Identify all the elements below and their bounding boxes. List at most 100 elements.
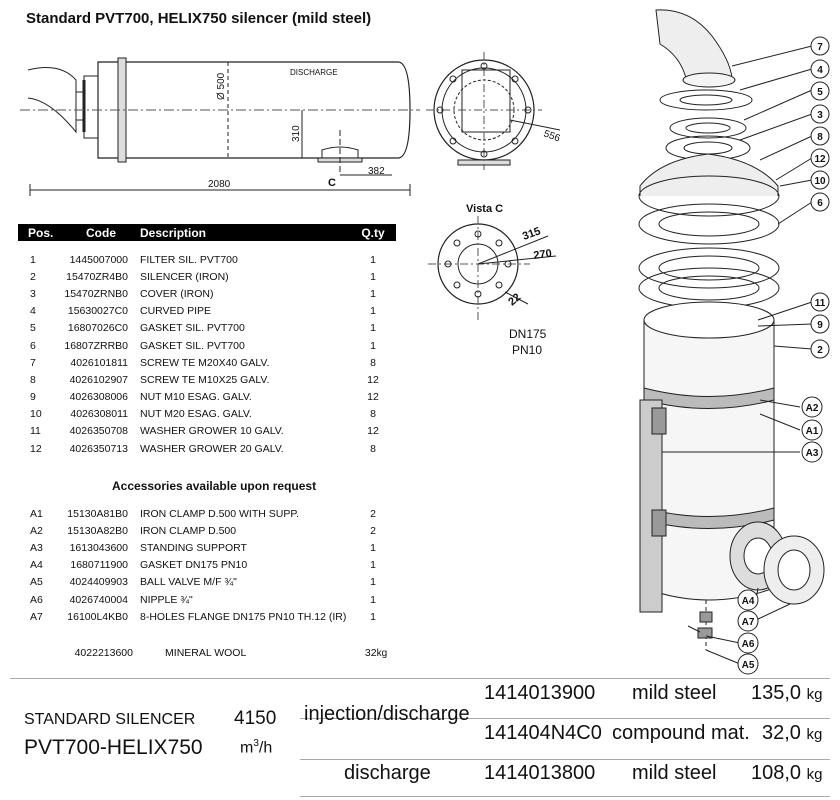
callout-a7: A7	[742, 617, 755, 628]
summary-weight-3: 108,0 kg	[751, 762, 823, 784]
cell-pos: 12	[30, 442, 42, 455]
flange-spec-dn: DN175	[509, 327, 547, 341]
cell-qty: 1	[370, 576, 376, 589]
callout-a4: A4	[742, 596, 755, 607]
cell-desc: IRON CLAMP D.500	[140, 524, 237, 537]
cell-code: 1445007000	[69, 253, 128, 266]
cell-code: 15470ZRNB0	[64, 287, 128, 300]
callout-12: 12	[814, 154, 826, 165]
cell-qty: 12	[367, 373, 379, 386]
callout-4: 4	[817, 65, 823, 76]
cell-qty: 1	[370, 541, 376, 554]
cell-qty: 8	[370, 356, 376, 369]
cell-pos: 3	[30, 287, 36, 300]
cell-pos: 8	[30, 373, 36, 386]
mineral-code: 4022213600	[74, 646, 133, 659]
cell-qty: 2	[370, 507, 376, 520]
cell-pos: A5	[30, 576, 43, 589]
cell-qty: 8	[370, 408, 376, 421]
summary-rule-1	[300, 718, 830, 719]
summary-weight-1: 135,0 kg	[751, 682, 823, 704]
cell-qty: 2	[370, 524, 376, 537]
cell-code: 15470ZR4B0	[66, 270, 128, 283]
cell-desc: STANDING SUPPORT	[140, 541, 247, 554]
cell-desc: 8-HOLES FLANGE DN175 PN10 TH.12 (IR)	[140, 610, 347, 623]
cell-code: 4026308006	[69, 391, 128, 404]
accessories-title: Accessories available upon request	[112, 479, 317, 493]
cell-pos: A6	[30, 593, 43, 606]
summary-material-2: compound mat.	[612, 722, 750, 744]
diameter-label: Ø 500	[216, 72, 227, 100]
front-view: 556	[426, 52, 562, 170]
cell-desc: WASHER GROWER 20 GALV.	[140, 442, 284, 455]
callout-11: 11	[815, 298, 826, 309]
cell-pos: 11	[30, 425, 41, 438]
cell-code: 1680711900	[70, 559, 128, 572]
cell-desc: GASKET SIL. PVT700	[140, 322, 245, 335]
view-c-marker: C	[328, 177, 336, 189]
cell-qty: 8	[370, 442, 376, 455]
cell-desc: WASHER GROWER 10 GALV.	[140, 425, 284, 438]
summary-material-3: mild steel	[632, 762, 717, 784]
summary-flow: 4150	[234, 708, 277, 729]
cell-code: 16100L4KB0	[67, 610, 128, 623]
mineral-unit: kg	[376, 647, 388, 659]
cell-code: 4026102907	[69, 373, 128, 386]
cell-desc: SILENCER (IRON)	[140, 270, 229, 283]
discharge-label: DISCHARGE	[290, 68, 338, 77]
callouts: 7 4 5 3 8 12 10 6 11 9 2 A2 A1 A3 A4 A7 …	[737, 36, 830, 675]
header-description: Description	[140, 225, 207, 240]
summary-section: STANDARD SILENCER PVT700-HELIX750 4150 m…	[0, 676, 840, 800]
summary-code-1: 1414013900	[484, 682, 596, 704]
cell-code: 16807026C0	[67, 322, 128, 335]
cell-desc: NUT M10 ESAG. GALV.	[140, 391, 252, 404]
callout-6: 6	[817, 198, 823, 209]
cell-desc: COVER (IRON)	[140, 287, 214, 300]
cell-pos: A1	[30, 507, 43, 520]
summary-weight-2: 32,0 kg	[762, 722, 823, 744]
summary-model: PVT700-HELIX750	[24, 736, 203, 759]
cell-qty: 1	[370, 339, 376, 352]
document-title: Standard PVT700, HELIX750 silencer (mild…	[26, 10, 372, 27]
callout-3: 3	[817, 110, 823, 121]
callout-a2: A2	[806, 403, 819, 414]
table-header: Pos. Code Description Q.ty	[18, 224, 396, 241]
summary-material-1: mild steel	[632, 682, 717, 704]
summary-use-1: injection/discharge	[304, 703, 470, 725]
callout-a3: A3	[806, 448, 819, 459]
mineral-wool-row: 4022213600 MINERAL WOOL 32kg	[18, 644, 396, 661]
exploded-view	[638, 9, 825, 665]
mineral-description: MINERAL WOOL	[165, 646, 247, 659]
cell-qty: 1	[370, 305, 376, 318]
cell-code: 15630027C0	[67, 305, 128, 318]
technical-drawing: DISCHARGE Ø 500 310 382 2080 C 556 Vi	[20, 9, 830, 675]
cell-code: 1613043600	[69, 541, 128, 554]
cell-code: 15130A82B0	[67, 524, 128, 537]
callout-7: 7	[817, 42, 823, 53]
cell-code: 4026740004	[69, 593, 128, 606]
header-code: Code	[86, 225, 116, 240]
cell-code: 4026101811	[70, 356, 128, 369]
cell-desc: NIPPLE ¾"	[140, 593, 193, 606]
cell-pos: 10	[30, 408, 42, 421]
cell-qty: 1	[370, 610, 376, 623]
cell-pos: 1	[30, 253, 36, 266]
height-310-label: 310	[291, 125, 302, 142]
cell-qty: 12	[367, 391, 379, 404]
cell-pos: 4	[30, 305, 36, 318]
header-pos: Pos.	[28, 225, 54, 240]
flange-556-label: 556	[542, 128, 562, 144]
cell-pos: 9	[30, 391, 36, 404]
